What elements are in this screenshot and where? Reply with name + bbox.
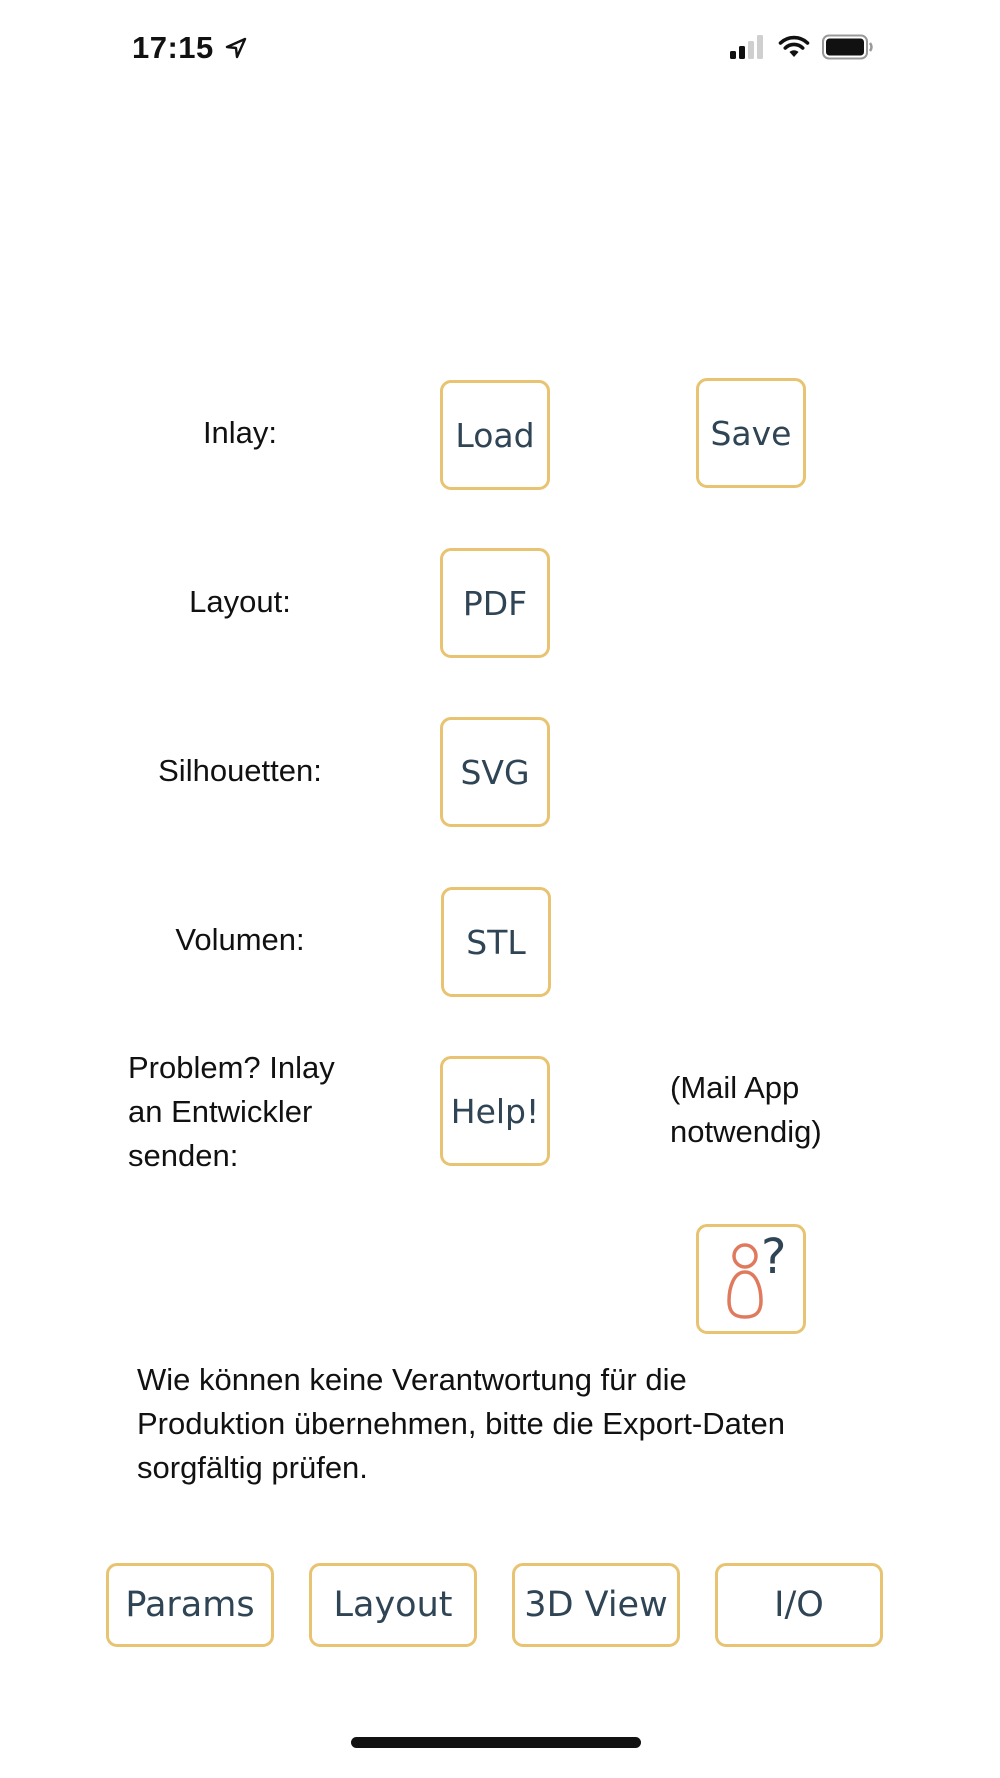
disclaimer-text: Wie können keine Verantwortung für die P…	[137, 1358, 897, 1490]
disclaimer-line: Produktion übernehmen, bitte die Export-…	[137, 1406, 785, 1441]
home-indicator[interactable]	[351, 1737, 641, 1748]
disclaimer-line: Wie können keine Verantwortung für die	[137, 1362, 687, 1397]
tab-layout[interactable]: Layout	[309, 1563, 477, 1647]
tab-3d-view[interactable]: 3D View	[512, 1563, 680, 1647]
disclaimer-line: sorgfältig prüfen.	[137, 1450, 368, 1485]
stl-export-button[interactable]: STL	[441, 887, 551, 997]
mail-app-note-line: notwendig)	[670, 1114, 822, 1149]
help-label-line: Problem? Inlay	[128, 1050, 335, 1085]
pdf-export-button[interactable]: PDF	[440, 548, 550, 658]
help-label-line: an Entwickler	[128, 1094, 313, 1129]
inlay-label: Inlay:	[202, 415, 278, 450]
status-bar-indicators	[730, 34, 874, 65]
help-label: Problem? Inlay an Entwickler senden:	[128, 1046, 368, 1178]
silhouetten-label: Silhouetten:	[158, 753, 322, 788]
volumen-label: Volumen:	[175, 922, 305, 957]
user-help-icon: ?	[727, 1229, 786, 1319]
user-help-button[interactable]: ?	[696, 1224, 806, 1334]
tab-params[interactable]: Params	[106, 1563, 274, 1647]
help-button[interactable]: Help!	[440, 1056, 550, 1166]
wifi-icon	[778, 35, 810, 64]
status-time-text: 17:15	[132, 30, 214, 65]
save-button[interactable]: Save	[696, 378, 806, 488]
help-label-line: senden:	[128, 1138, 239, 1173]
mail-app-note: (Mail App notwendig)	[670, 1066, 822, 1154]
status-bar-time: 17:15	[132, 30, 248, 66]
mail-app-note-line: (Mail App	[670, 1070, 800, 1105]
tab-io[interactable]: I/O	[715, 1563, 883, 1647]
layout-label: Layout:	[189, 584, 291, 619]
load-button[interactable]: Load	[440, 380, 550, 490]
svg-export-button[interactable]: SVG	[440, 717, 550, 827]
cellular-signal-icon	[730, 35, 766, 64]
battery-icon	[822, 34, 874, 65]
question-mark-glyph: ?	[761, 1229, 786, 1285]
location-arrow-icon	[224, 36, 248, 60]
